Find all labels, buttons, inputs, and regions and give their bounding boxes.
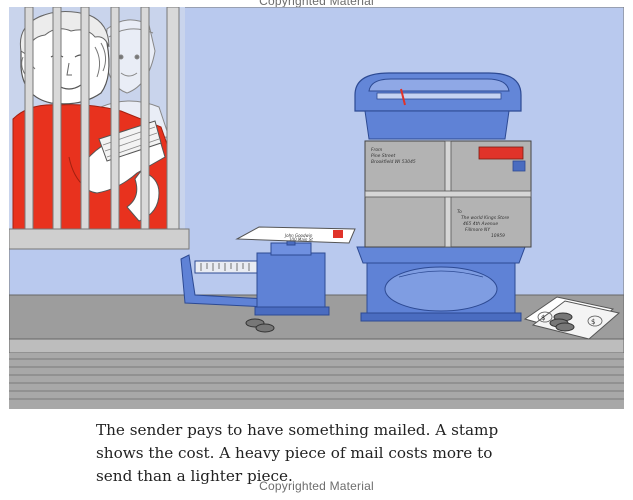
- parcel-return-address: From Pine Street Brookfield WI 53045: [371, 147, 416, 165]
- caption-text: The sender pays to have something mailed…: [96, 419, 566, 488]
- svg-text:Brookfield WI 53045: Brookfield WI 53045: [371, 159, 416, 165]
- money-on-counter: $ $: [523, 296, 621, 340]
- window-bars: [24, 7, 180, 232]
- svg-text:$: $: [591, 318, 595, 326]
- svg-text:$: $: [541, 314, 545, 322]
- clerk-window: [9, 7, 190, 250]
- post-office-illustration: John Goodwin 100 Main St From Pine Stree…: [9, 7, 624, 409]
- parcel-box: From Pine Street Brookfield WI 53045 To …: [364, 140, 532, 248]
- letter-scale: [180, 236, 330, 316]
- svg-text:Fillmore NY: Fillmore NY: [465, 227, 490, 233]
- svg-text:The world Kings Store: The world Kings Store: [461, 215, 509, 221]
- caption-line-1: The sender pays to have something mailed…: [96, 421, 499, 439]
- watermark-bottom: Copyrighted Material: [259, 479, 374, 493]
- letter-address: John Goodwin: [284, 233, 313, 238]
- letter-envelope: John Goodwin 100 Main St: [235, 226, 356, 244]
- parcel-delivery-address: To The world Kings Store 465 4th Avenue …: [457, 209, 509, 239]
- parcel-scale: [354, 72, 526, 322]
- clerk-head: [19, 11, 110, 105]
- caption-line-3: send than a lighter piece.: [96, 467, 293, 485]
- coins-left: [245, 318, 275, 333]
- svg-text:From: From: [371, 147, 382, 153]
- window-sill: [9, 228, 190, 250]
- watermark-top: Copyrighted Material: [259, 0, 374, 8]
- svg-text:To: To: [457, 209, 462, 215]
- svg-text:100 Main St: 100 Main St: [289, 237, 313, 242]
- svg-text:Pine Street: Pine Street: [371, 153, 395, 159]
- svg-text:10959: 10959: [491, 233, 505, 239]
- svg-text:465 4th Avenue: 465 4th Avenue: [463, 221, 498, 227]
- caption-line-2: shows the cost. A heavy piece of mail co…: [96, 444, 493, 462]
- coins-right: [549, 312, 575, 332]
